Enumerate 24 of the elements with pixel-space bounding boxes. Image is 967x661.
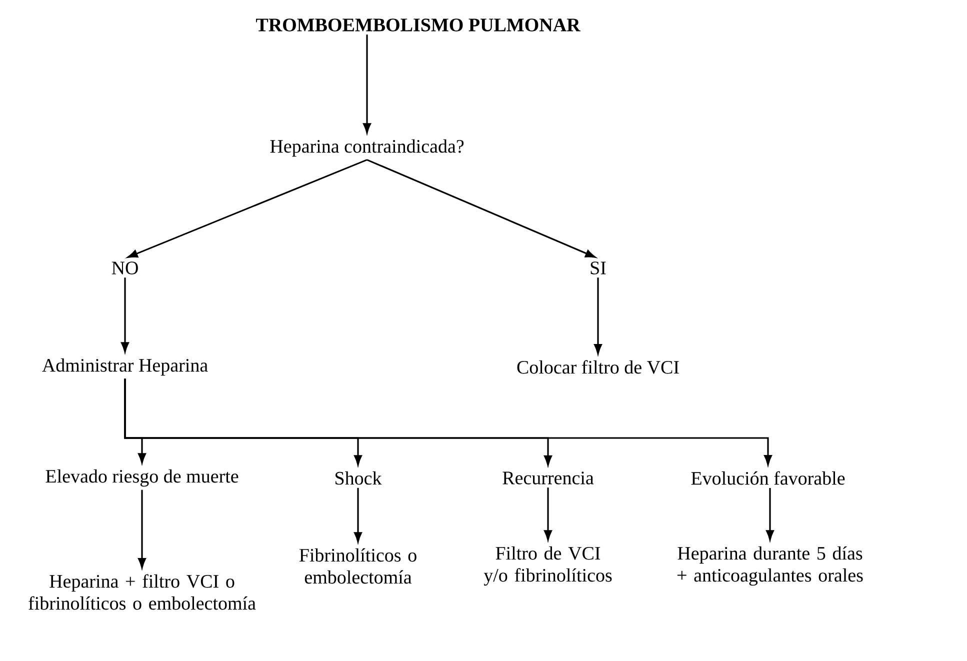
arrow [124, 378, 772, 466]
arrow [121, 278, 129, 352]
arrow [354, 488, 362, 542]
arrow [594, 278, 602, 354]
step-text: Heparina durante 5 días + anticoagulantes orales [677, 546, 863, 586]
arrow [366, 159, 596, 258]
arrow [766, 488, 774, 540]
step-text: Filtro de VCI y/o fibrinolíticos [484, 546, 612, 586]
arrow [544, 488, 552, 540]
step-text: Heparina + filtro VCI o fibrinolíticos o embolectomía [28, 574, 256, 610]
step-text: Colocar filtro de VCI [517, 360, 679, 374]
title-text: TROMBOEMBOLISMO PULMONAR [256, 18, 580, 32]
step-text: Shock [336, 471, 382, 485]
step-text: Evolución favorable [691, 471, 845, 485]
arrow [363, 34, 371, 134]
arrow [138, 490, 146, 568]
step-text: Heparina contraindicada? [270, 139, 464, 157]
step-text: Administrar Heparina [42, 358, 208, 376]
step-text: Elevado riesgo de muerte [46, 469, 238, 487]
step-text: SI [590, 262, 606, 274]
step-text: NO [112, 262, 138, 274]
step-text: Recurrencia [502, 472, 594, 484]
arrow [128, 159, 368, 258]
step-text: Fibrinolíticos o embolectomía [299, 548, 416, 584]
